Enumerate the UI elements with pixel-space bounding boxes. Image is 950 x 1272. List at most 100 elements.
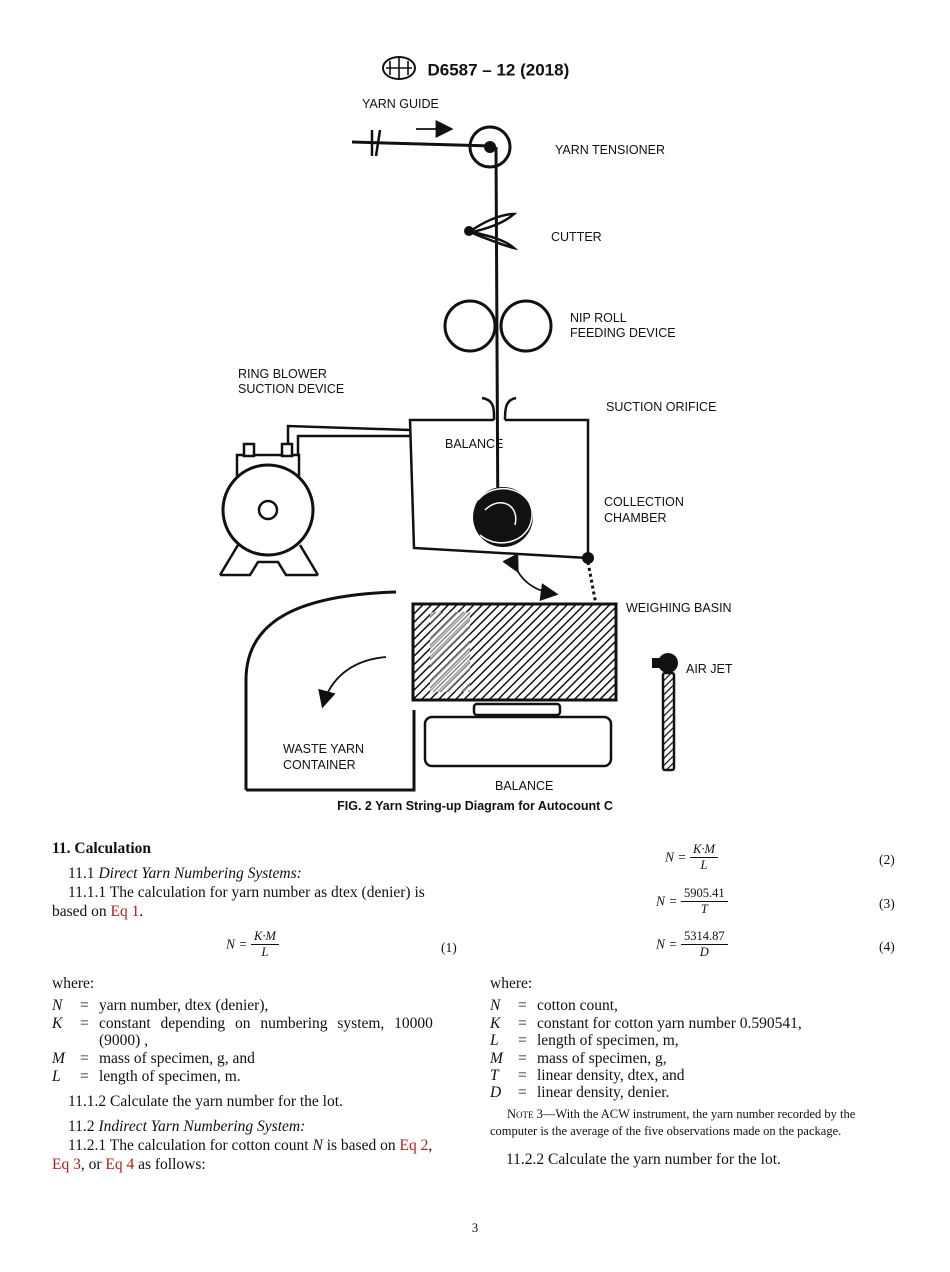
def-equals: =: [518, 1067, 527, 1084]
note-label: Note: [507, 1107, 534, 1121]
eq-numerator: 5314.87: [681, 929, 728, 945]
label-waste-yarn: WASTE YARN: [283, 742, 364, 756]
label-nip-roll: NIP ROLL: [570, 311, 627, 325]
def-text: constant for cotton yarn number 0.590541…: [537, 1015, 802, 1032]
def-equals: =: [518, 1032, 527, 1049]
label-balance-upper: BALANCE: [445, 437, 503, 451]
equation-2-number: (2): [879, 852, 895, 867]
document-code: D6587 – 12 (2018): [427, 60, 570, 80]
def-text: constant depending on numbering system, …: [99, 1015, 433, 1032]
def-symbol: L: [490, 1032, 499, 1049]
eq4-link[interactable]: Eq 4: [105, 1156, 135, 1173]
eq-lhs: N =: [665, 849, 687, 865]
air-jet: [652, 653, 678, 772]
nip-rolls: [443, 299, 553, 353]
suction-orifice: [481, 396, 517, 421]
eq2-link[interactable]: Eq 2: [399, 1137, 429, 1154]
tilt-arrow: [502, 553, 559, 602]
def-text: length of specimen, m,: [537, 1032, 679, 1049]
label-suction-device: SUCTION DEVICE: [238, 382, 344, 396]
yarn-ball: [473, 487, 533, 547]
para-11-1-1-line1: 11.1.1 The calculation for yarn number a…: [68, 884, 425, 901]
section-heading-11: 11. Calculation: [52, 840, 152, 857]
yarn-line: [494, 146, 500, 541]
def-text: mass of specimen, g,: [537, 1050, 667, 1067]
eq-lhs: N =: [656, 936, 678, 952]
ring-blower: [218, 424, 411, 577]
waste-yarn-container: [244, 590, 416, 792]
def-symbol: K: [490, 1015, 501, 1032]
text: 11.2.1 The calculation for cotton count: [68, 1137, 313, 1154]
label-ring-blower: RING BLOWER: [238, 367, 327, 381]
para-11-2: 11.2 Indirect Yarn Numbering System:: [68, 1117, 305, 1136]
def-equals: =: [80, 1015, 89, 1032]
def-text: yarn number, dtex (denier),: [99, 997, 269, 1014]
para-11-1: 11.1 Direct Yarn Numbering Systems:: [68, 864, 302, 883]
text: as follows:: [134, 1156, 206, 1173]
def-symbol: T: [490, 1067, 499, 1084]
text: , or: [80, 1156, 106, 1173]
where-right: where:: [490, 975, 533, 992]
figure-caption: FIG. 2 Yarn String-up Diagram for Autoco…: [337, 799, 613, 813]
eq3-link[interactable]: Eq 3: [52, 1156, 81, 1173]
def-equals: =: [518, 997, 527, 1014]
def-symbol: D: [490, 1084, 502, 1101]
label-cutter: CUTTER: [551, 230, 602, 244]
yarn-string-up-diagram: YARN GUIDE YARN TENSIONER CUTTER NIP ROL…: [218, 97, 733, 793]
eq-denominator: L: [700, 858, 708, 872]
para-11-2-1-line2: Eq 3, or Eq 4 as follows:: [52, 1155, 206, 1174]
label-chamber: CHAMBER: [604, 511, 667, 525]
eq-denominator: T: [700, 902, 708, 916]
eq-denominator: L: [261, 945, 269, 959]
text: based on: [52, 903, 111, 920]
label-balance-lower: BALANCE: [495, 779, 553, 793]
page-header: D6587 – 12 (2018): [0, 56, 950, 85]
equation-4-number: (4): [879, 939, 895, 954]
eq1-link[interactable]: Eq 1: [110, 903, 140, 920]
label-yarn-tensioner: YARN TENSIONER: [555, 143, 665, 157]
def-symbol: K: [52, 1015, 63, 1032]
eq-denominator: D: [699, 945, 709, 959]
yarn-tensioner: [468, 125, 512, 169]
def-equals: =: [80, 997, 89, 1014]
def-equals: =: [518, 1084, 527, 1101]
para-title: Indirect Yarn Numbering System:: [98, 1118, 306, 1135]
note-text: 3—With the ACW instrument, the yarn numb…: [533, 1107, 856, 1121]
text: is based on: [322, 1137, 400, 1154]
para-11-1-1-line2: based on Eq 1.: [52, 902, 143, 921]
label-weighing-basin: WEIGHING BASIN: [626, 601, 732, 615]
def-symbol: M: [52, 1050, 65, 1067]
def-text: mass of specimen, g, and: [99, 1050, 255, 1067]
def-equals: =: [518, 1050, 527, 1067]
def-symbol: N: [52, 997, 63, 1014]
def-text: (9000) ,: [99, 1032, 149, 1049]
para-11-2-2: 11.2.2 Calculate the yarn number for the…: [506, 1151, 781, 1168]
label-collection: COLLECTION: [604, 495, 684, 509]
eq-lhs: N =: [226, 936, 248, 952]
eq-numerator: K·M: [251, 929, 279, 945]
note-3-line1: Note 3—With the ACW instrument, the yarn…: [490, 1106, 855, 1123]
para-num: 11.1: [68, 865, 99, 882]
def-symbol: N: [490, 997, 501, 1014]
def-symbol: M: [490, 1050, 503, 1067]
label-air-jet: AIR JET: [686, 662, 733, 676]
note-3-line2: computer is the average of the five obse…: [490, 1124, 842, 1138]
eq-lhs: N =: [656, 893, 678, 909]
def-equals: =: [80, 1050, 89, 1067]
equation-1-number: (1): [441, 940, 457, 955]
text: N: [312, 1137, 323, 1154]
def-text: linear density, denier.: [537, 1084, 670, 1101]
def-text: cotton count,: [537, 997, 618, 1014]
eq-numerator: K·M: [690, 842, 718, 858]
def-text: linear density, dtex, and: [537, 1067, 685, 1084]
label-suction-orifice: SUCTION ORIFICE: [606, 400, 716, 414]
label-container: CONTAINER: [283, 758, 356, 772]
label-yarn-guide: YARN GUIDE: [362, 97, 439, 111]
